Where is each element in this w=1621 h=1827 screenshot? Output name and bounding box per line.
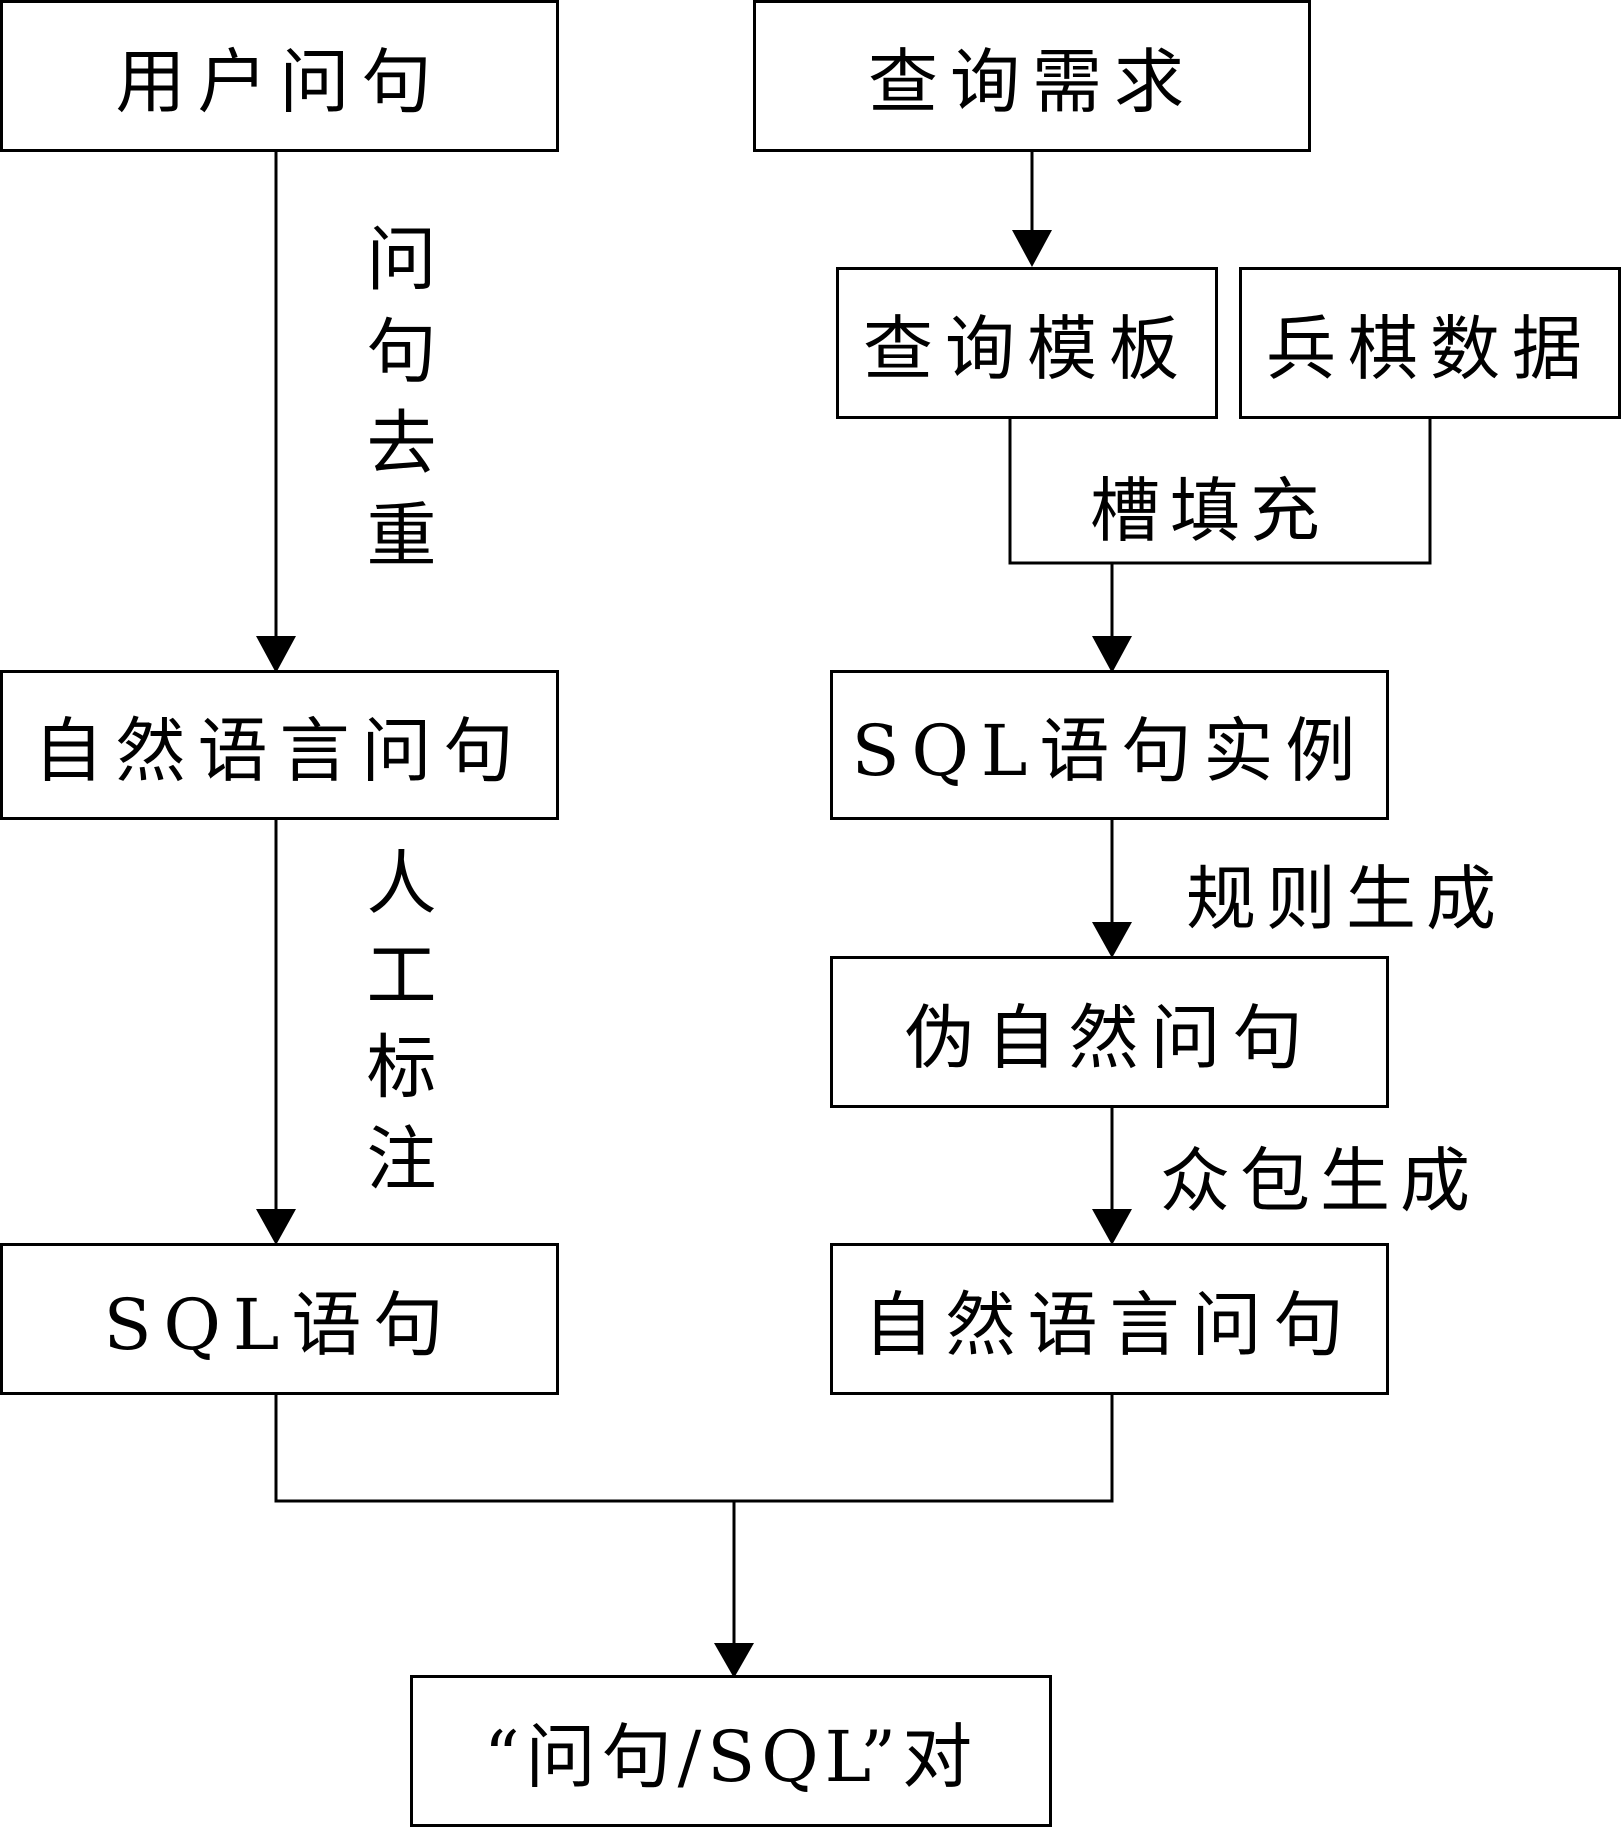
query-template-text: 查询模板 — [863, 307, 1191, 390]
query-need-box: 查询需求 — [753, 0, 1311, 152]
sql-text: SQL语句 — [103, 1283, 456, 1366]
arrowhead-slotfill-to-sqlinst — [1092, 636, 1132, 673]
arrowhead-nl-to-sql — [256, 1209, 296, 1245]
rule-gen-label: 规则生成 — [1186, 858, 1506, 940]
query-template-box: 查询模板 — [836, 267, 1218, 419]
annotate-label: 人工标注 — [355, 846, 437, 1214]
pseudo-nl-text: 伪自然问句 — [904, 996, 1315, 1079]
arrowhead-need-to-template — [1012, 230, 1052, 267]
slot-fill-bracket — [1008, 417, 1432, 565]
nl-query-text-right: 自然语言问句 — [863, 1283, 1356, 1366]
sql-box: SQL语句 — [0, 1243, 559, 1395]
pseudo-nl-box: 伪自然问句 — [830, 956, 1389, 1108]
query-need-text: 查询需求 — [868, 40, 1196, 123]
arrowhead-sqlinst-to-pseudo — [1092, 922, 1132, 958]
sql-instance-box: SQL语句实例 — [830, 670, 1389, 820]
wargame-data-text: 兵棋数据 — [1266, 307, 1594, 390]
output-pair-box: “问句/SQL”对 — [410, 1675, 1052, 1827]
slot-fill-label: 槽填充 — [1090, 470, 1330, 552]
wargame-data-box: 兵棋数据 — [1239, 267, 1621, 419]
dedup-label: 问句去重 — [355, 222, 437, 590]
crowd-gen-label: 众包生成 — [1160, 1140, 1480, 1222]
merge-connector — [274, 1393, 1114, 1503]
arrowhead-merge-to-output — [714, 1643, 754, 1678]
output-pair-text: “问句/SQL”对 — [483, 1715, 979, 1798]
user-query-text: 用户问句 — [115, 40, 444, 123]
nl-query-box-left: 自然语言问句 — [0, 670, 559, 820]
arrowhead-pseudo-to-nl — [1092, 1209, 1132, 1245]
arrowhead-user-to-nl — [256, 636, 296, 673]
nl-query-box-right: 自然语言问句 — [830, 1243, 1389, 1395]
user-query-box: 用户问句 — [0, 0, 559, 152]
nl-query-text-left: 自然语言问句 — [33, 709, 526, 792]
sql-instance-text: SQL语句实例 — [851, 709, 1368, 792]
